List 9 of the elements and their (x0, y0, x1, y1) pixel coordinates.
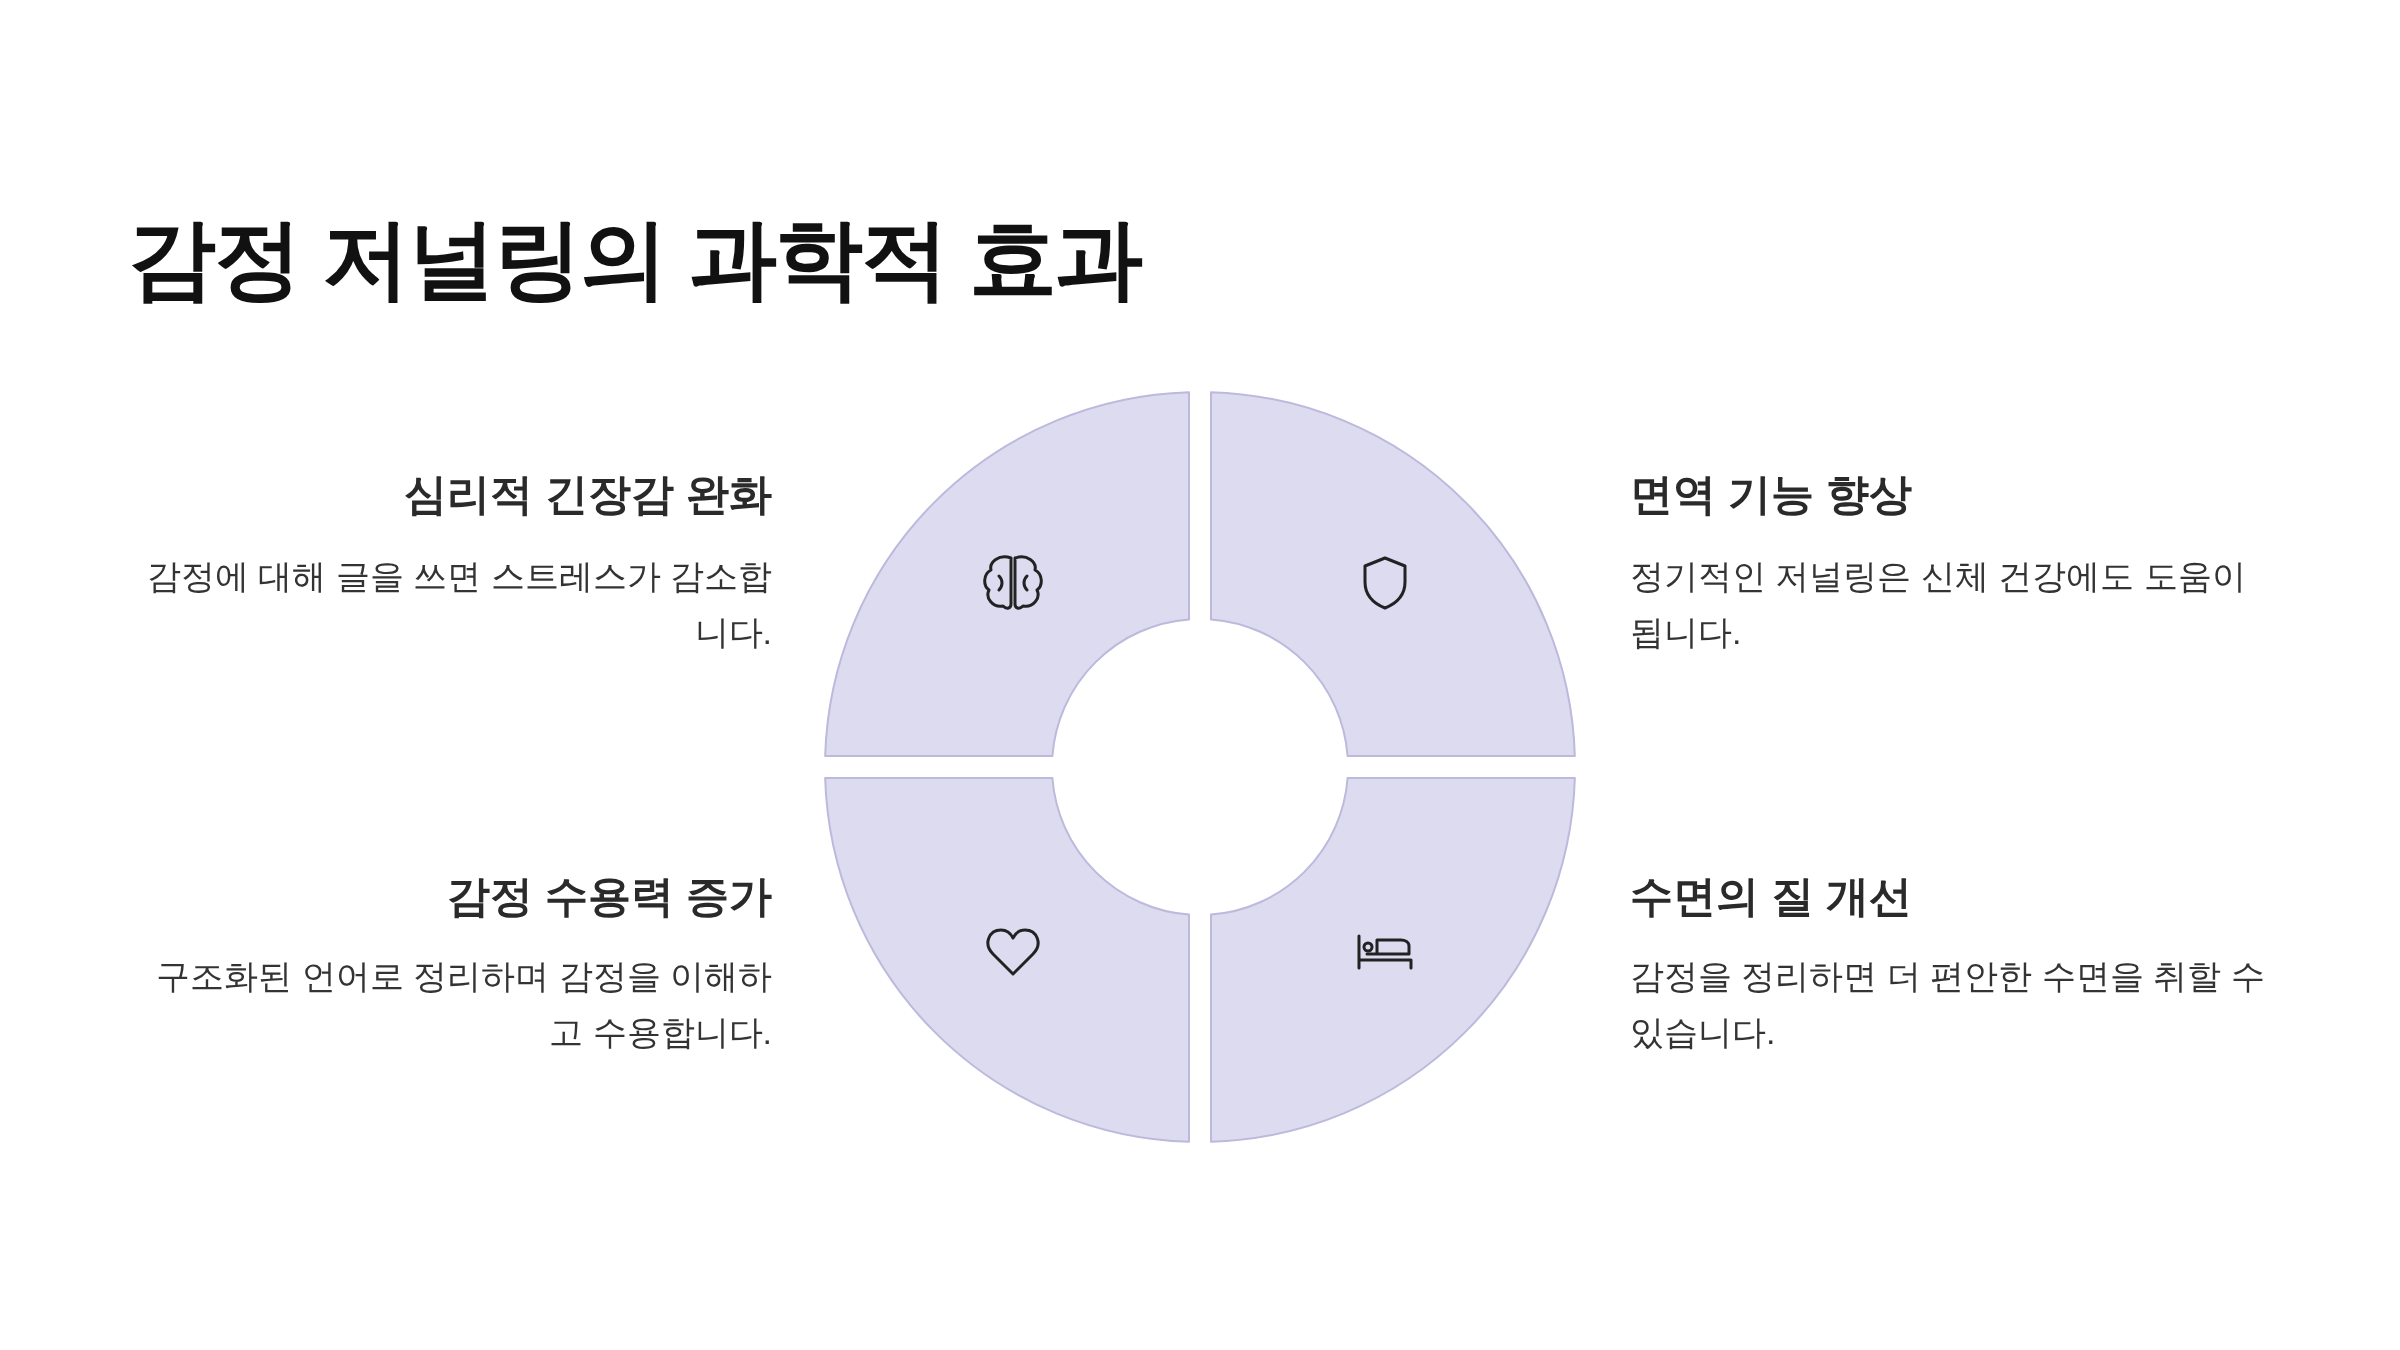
description: 감정을 정리하면 더 편안한 수면을 취할 수 있습니다. (1630, 956, 2266, 1053)
heading: 감정 수용력 증가 (447, 871, 772, 922)
heading: 면역 기능 향상 (1630, 469, 1912, 520)
description: 감정에 대해 글을 쓰면 스트레스가 감소합니다. (145, 556, 772, 653)
heading: 심리적 긴장감 완화 (404, 469, 772, 520)
description: 구조화된 언어로 정리하며 감정을 이해하고 수용합니다. (155, 956, 772, 1053)
heading: 수면의 질 개선 (1630, 871, 1912, 922)
description: 정기적인 저널링은 신체 건강에도 도움이 됩니다. (1630, 556, 2247, 653)
title: 감정 저널링의 과학적 효과 (128, 208, 1142, 310)
